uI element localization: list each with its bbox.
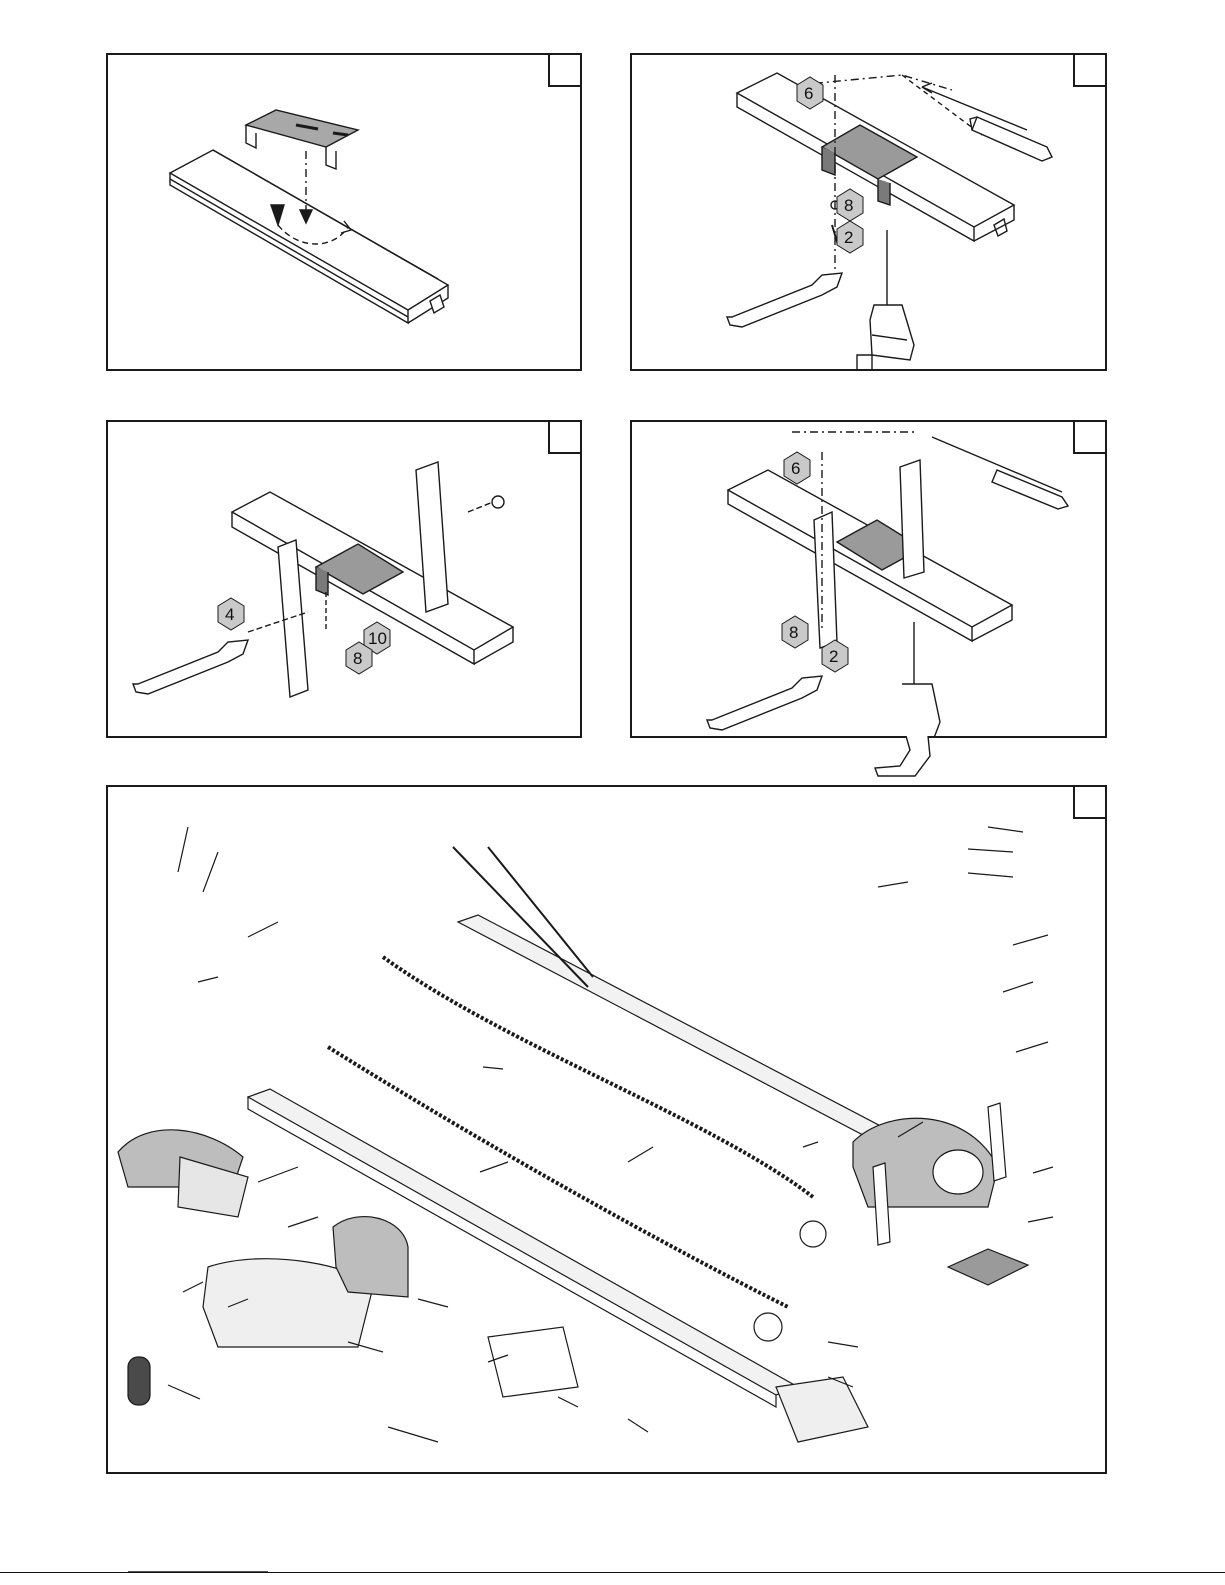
exploded-parts-panel — [106, 785, 1107, 1474]
svg-text:8: 8 — [789, 623, 798, 642]
footer-link-underline[interactable] — [128, 1571, 268, 1572]
motor-housing-icon — [118, 1130, 248, 1217]
assembly-panel-4: 6 8 2 — [630, 420, 1107, 738]
wrench-icon — [727, 273, 842, 327]
hex-label-2: 2 — [837, 221, 863, 253]
rail-bracket-illustration — [108, 55, 582, 371]
hex-label-8: 8 — [837, 189, 863, 221]
hex-label-4: 4 — [218, 598, 244, 630]
svg-text:2: 2 — [844, 228, 853, 247]
drill-handle-icon — [870, 736, 940, 778]
assembly-panel-1 — [106, 53, 582, 371]
hex-label-8: 8 — [782, 616, 808, 648]
svg-text:10: 10 — [368, 629, 387, 648]
wrench-icon — [133, 640, 248, 694]
svg-text:6: 6 — [791, 459, 800, 478]
svg-text:8: 8 — [353, 649, 362, 668]
rail-icon — [170, 150, 448, 323]
drill-icon — [902, 622, 940, 738]
svg-text:6: 6 — [804, 84, 813, 103]
svg-text:2: 2 — [829, 647, 838, 666]
assembly-panel-2: 6 8 2 — [630, 53, 1107, 371]
svg-text:8: 8 — [844, 196, 853, 215]
bracket-icon — [246, 110, 358, 169]
svg-text:4: 4 — [225, 605, 234, 624]
wrench-icon — [707, 676, 822, 730]
page-bottom-rule — [0, 1572, 1225, 1573]
drill-icon — [857, 230, 914, 370]
assembly-panel-3: 4 10 8 — [106, 420, 582, 738]
remote-icon — [128, 1357, 150, 1405]
hex-label-6: 6 — [784, 452, 810, 484]
